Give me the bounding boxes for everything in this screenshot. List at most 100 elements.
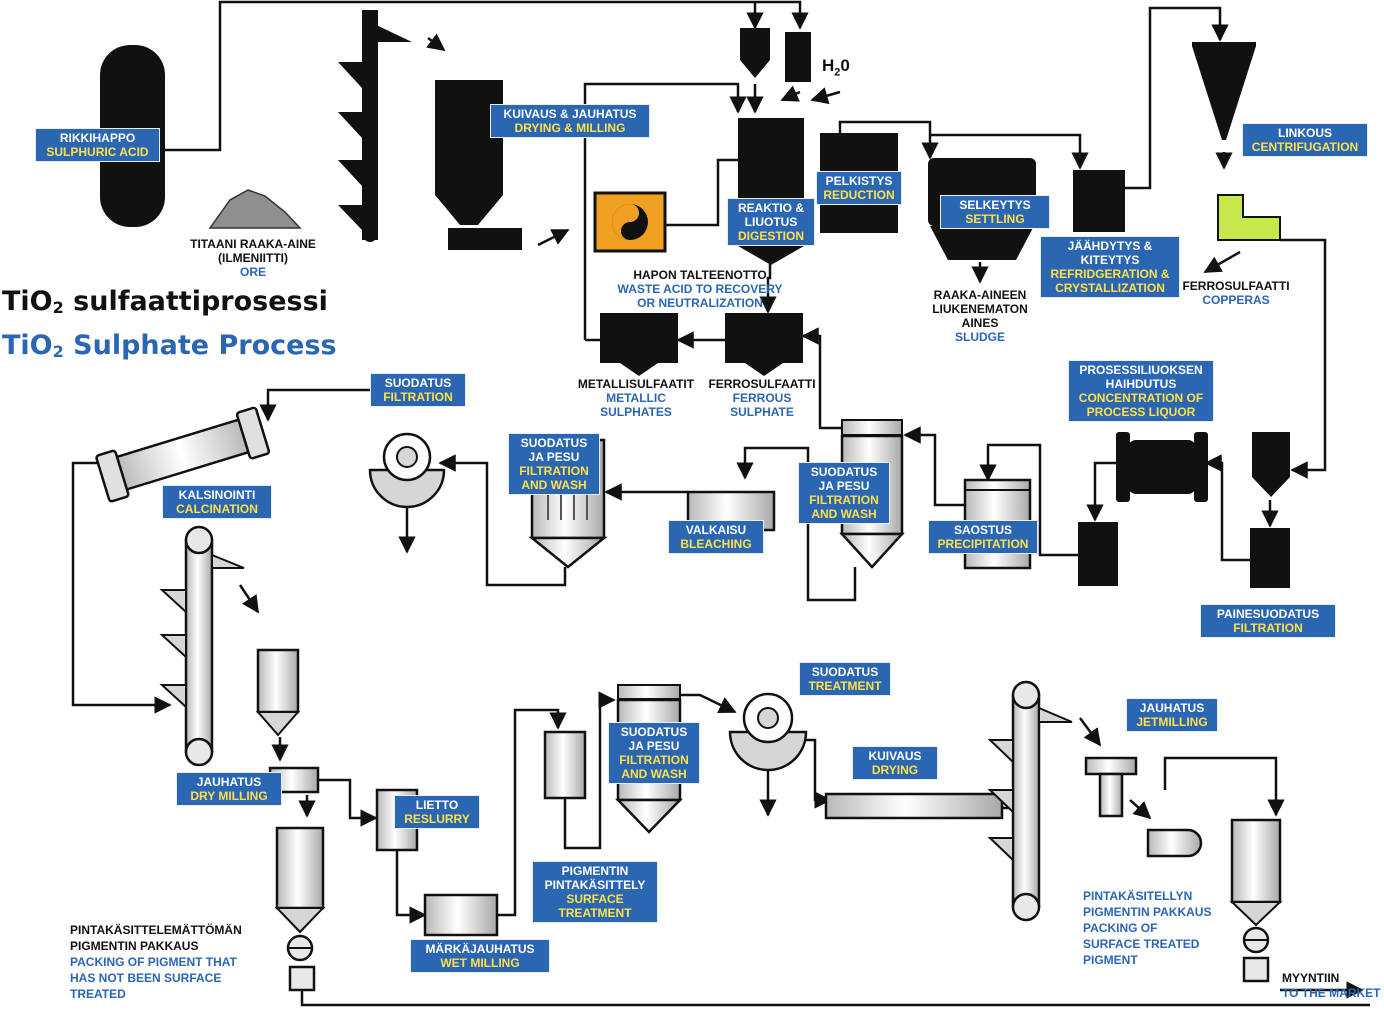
dryer-tube (824, 792, 1004, 820)
label-waste-acid: HAPON TALTEENOTTO WASTE ACID TO RECOVERY… (600, 268, 800, 310)
flow-filter2-to-ferro (801, 327, 845, 430)
label-digestion-fi2: LIUOTUS (744, 215, 798, 229)
label-jetmilling-fi: JAUHATUS (1139, 701, 1205, 715)
label-calcination-en: CALCINATION (176, 502, 258, 516)
title-en-prefix: TiO (2, 330, 53, 361)
arrow-conveyor (426, 33, 446, 52)
label-centrifugation-fi: LINKOUS (1278, 126, 1332, 140)
arrow-elevator2-out (1078, 717, 1102, 747)
label-packing-untreated-en3: TREATED (70, 987, 126, 1001)
water-label: H20 (822, 56, 850, 82)
label-waste-acid-en1: WASTE ACID TO RECOVERY (617, 282, 783, 296)
label-ore-fi2: (ILMENIITTI) (218, 251, 288, 265)
label-crystallization-fi1: JÄÄHDYTYS & (1067, 239, 1153, 253)
flow-bottom-line (300, 990, 1370, 1007)
flow-tank-to-precip (979, 443, 1078, 557)
flow-kiln-to-elevator (71, 461, 172, 714)
flow-acid-to-digestion (165, 0, 809, 152)
label-treatment: SUODATUS TREATMENT (799, 662, 891, 696)
label-packing-untreated-en2: HAS NOT BEEN SURFACE (70, 971, 222, 985)
label-metallic-sulphates-fi: METALLISULFAATIT (577, 377, 695, 391)
label-filter-wash-1-fi2: JA PESU (528, 450, 580, 464)
copperas-bin (1217, 194, 1281, 241)
arrow-copperas (1203, 250, 1241, 274)
label-surface-treatment: PIGMENTIN PINTAKÄSITTELY SURFACE TREATME… (532, 861, 658, 923)
label-metallic-sulphates: METALLISULFAATIT METALLIC SULPHATES (566, 377, 706, 419)
label-market-fi: MYYNTIIN (1282, 971, 1340, 985)
label-drying-milling-fi: KUIVAUS & JAUHATUS (503, 107, 637, 121)
label-filter-wash-1-en1: FILTRATION (519, 464, 589, 478)
label-press-filtration-en: FILTRATION (1233, 621, 1303, 635)
label-dry-milling: JAUHATUS DRY MILLING (176, 772, 282, 806)
label-filter-wash-3-fi1: SUODATUS (620, 725, 688, 739)
centrifuge-cone (1192, 42, 1256, 140)
label-packing-untreated-fi1: PINTAKÄSITTELEMÄTTÖMÄN (70, 923, 242, 937)
rotary-drum-filter-1 (368, 432, 446, 509)
label-waste-acid-fi: HAPON TALTEENOTTO (633, 268, 767, 282)
label-centrifugation-en: CENTRIFUGATION (1251, 140, 1359, 154)
label-metallic-sulphates-en2: SULPHATES (600, 405, 672, 419)
press-hopper (1252, 432, 1290, 497)
label-ore: TITAANI RAAKA-AINE (ILMENIITTI) ORE (178, 237, 328, 279)
label-dry-milling-fi: JAUHATUS (196, 775, 262, 789)
jet-mill (1084, 756, 1138, 818)
flow-digestion-to-ferro (759, 262, 777, 314)
h2o-sub: 2 (834, 66, 841, 79)
flow-mill-to-reslurry (318, 778, 378, 827)
label-filter-wash-3: SUODATUS JA PESU FILTRATION AND WASH (608, 722, 700, 784)
label-surface-treatment-fi1: PIGMENTIN (561, 864, 629, 878)
label-concentration-en1: CONCENTRATION OF (1078, 391, 1204, 405)
label-filter-wash-2-en1: FILTRATION (809, 493, 879, 507)
flow-recycle-to-digestion (583, 82, 747, 340)
label-packing-untreated: PINTAKÄSITTELEMÄTTÖMÄN PIGMENTIN PAKKAUS… (70, 922, 242, 1002)
label-wet-milling-en: WET MILLING (440, 956, 520, 970)
feed-hoppers (740, 28, 811, 82)
label-bleaching-fi: VALKAISU (685, 523, 747, 537)
label-settling-fi: SELKEYTYS (959, 198, 1031, 212)
label-sludge-fi1: RAAKA-AINEEN (933, 288, 1027, 302)
label-centrifugation: LINKOUS CENTRIFUGATION (1242, 123, 1368, 157)
label-metallic-sulphates-en1: METALLIC (606, 391, 666, 405)
label-settling: SELKEYTYS SETTLING (940, 195, 1050, 229)
arrow-jetmill-out (1129, 799, 1152, 820)
flow-evap-to-tank (1086, 461, 1118, 522)
label-concentration-fi2: HAIHDUTUS (1105, 377, 1177, 391)
packing-silo-treated (1229, 818, 1283, 983)
label-dry-milling-en: DRY MILLING (190, 789, 268, 803)
crystallizer-tank (1073, 170, 1125, 232)
label-press-filtration: PAINESUODATUS FILTRATION (1200, 604, 1336, 638)
title-fi-sub: 2 (52, 298, 64, 317)
flow-centrifuge-right (1280, 238, 1327, 479)
label-jetmilling: JAUHATUS JETMILLING (1126, 698, 1218, 732)
packing-silo-untreated (274, 826, 326, 992)
intermediate-tank (1078, 522, 1118, 586)
title-english: TiO2 Sulphate Process (2, 330, 337, 368)
label-copperas-en: COPPERAS (1202, 293, 1270, 307)
label-surface-treatment-fi2: PINTAKÄSITTELY (544, 878, 646, 892)
label-wet-milling-fi: MÄRKÄJAUHATUS (425, 942, 535, 956)
label-packing-untreated-fi2: PIGMENTIN PAKKAUS (70, 939, 199, 953)
bucket-elevator-grey-1 (159, 525, 245, 767)
label-precipitation: SAOSTUS PRECIPITATION (928, 520, 1038, 554)
label-surface-treatment-en1: SURFACE (566, 892, 624, 906)
label-wet-milling: MÄRKÄJAUHATUS WET MILLING (410, 939, 550, 973)
flow-filter3-to-drum2 (680, 693, 737, 714)
label-filter-wash-1-en2: AND WASH (521, 478, 587, 492)
label-drying-en: DRYING (871, 763, 919, 777)
label-reslurry-fi: LIETTO (415, 798, 459, 812)
title-fi-prefix: TiO (2, 286, 53, 317)
flow-drum2-to-dryer (800, 738, 832, 809)
flow-cooling-to-centrifuge (1125, 6, 1229, 190)
label-drying-milling-en: DRYING & MILLING (514, 121, 626, 135)
flow-precip-to-filter2 (903, 426, 965, 507)
label-filter-wash-1-fi1: SUODATUS (520, 436, 588, 450)
arrow-ore (537, 228, 570, 247)
rotary-drum-filter-2 (728, 692, 808, 772)
label-crystallization: JÄÄHDYTYS & KITEYTYS REFRIDGERATION & CR… (1040, 236, 1180, 298)
title-finnish: TiO2 sulfaattiprosessi (2, 286, 328, 324)
bucket-elevator-grey-2 (987, 680, 1073, 922)
label-copperas: FERROSULFAATTI COPPERAS (1176, 279, 1296, 307)
flow-wetmill-to-surface (497, 708, 567, 917)
evaporator-drum (1116, 432, 1208, 502)
